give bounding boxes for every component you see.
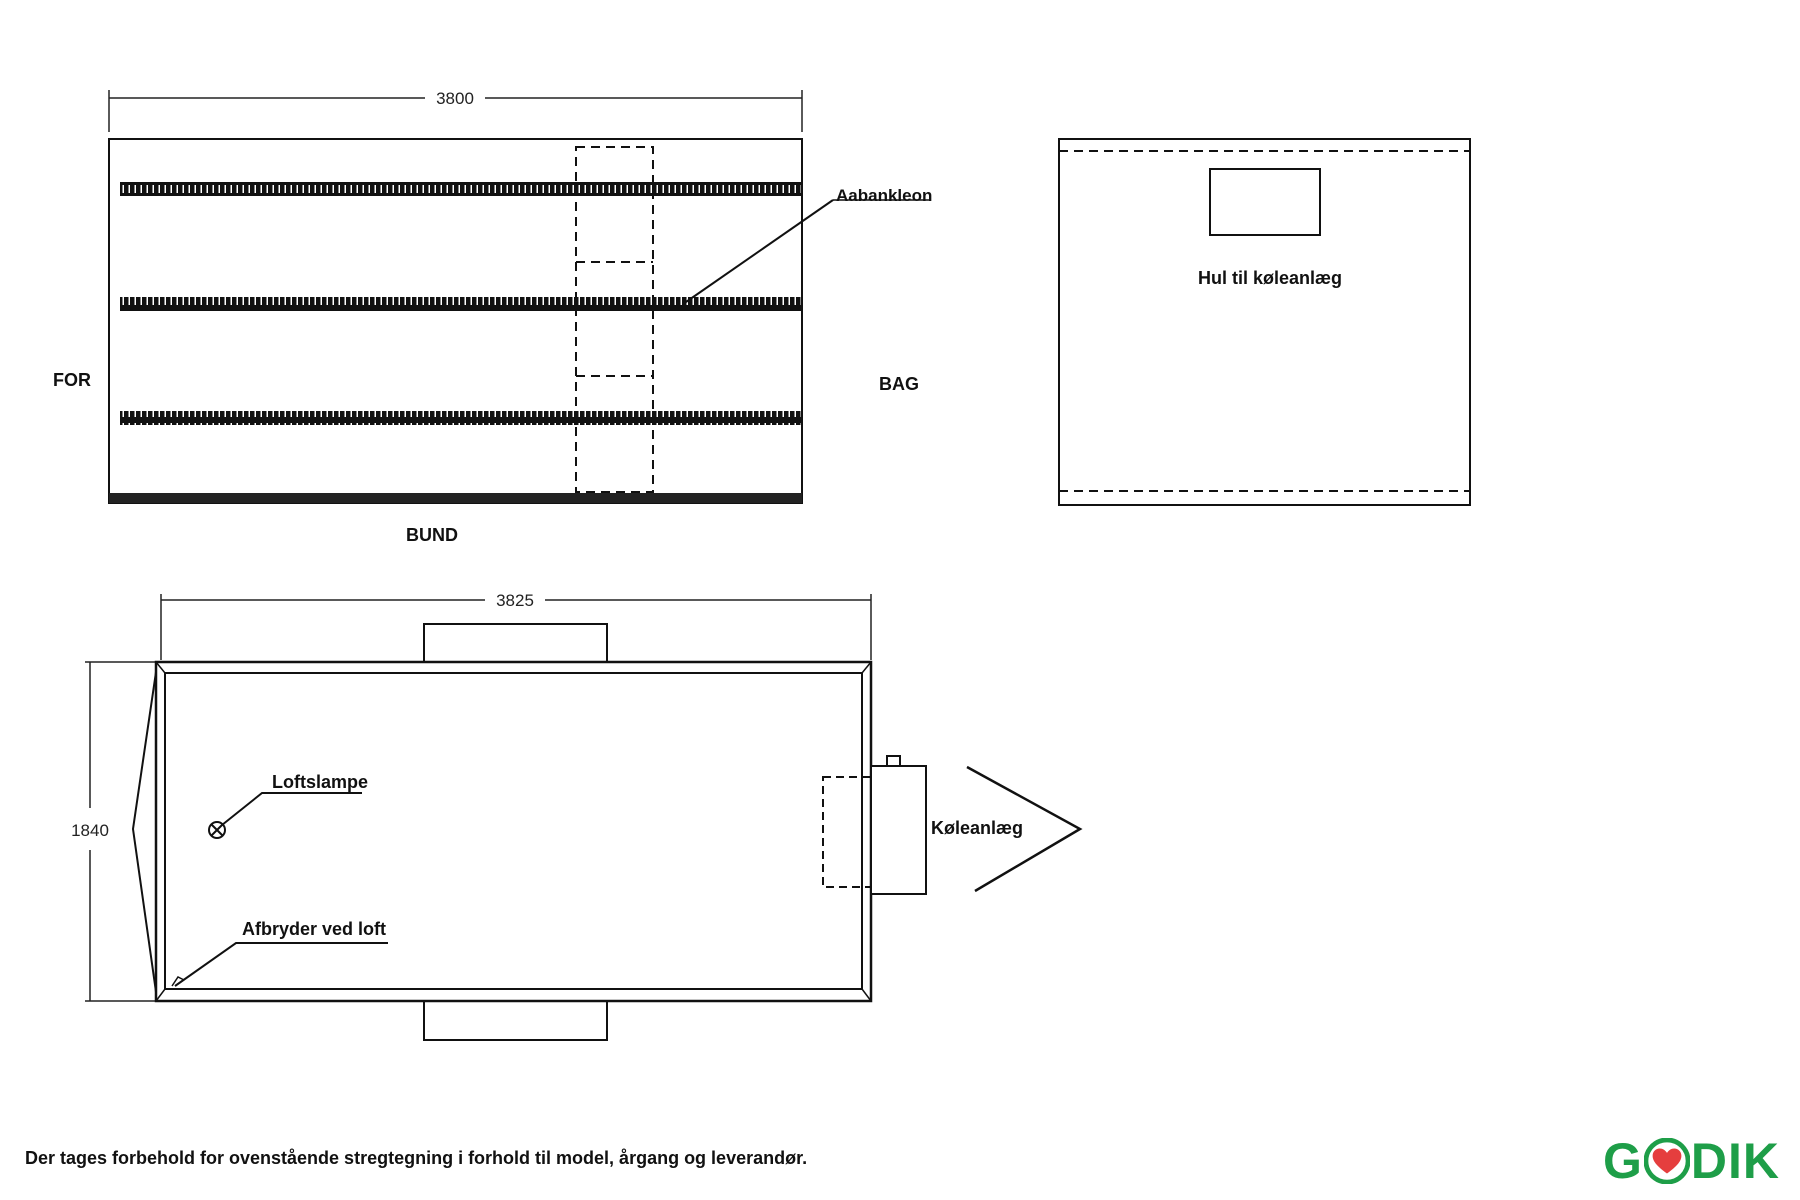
front-label: FOR: [53, 370, 91, 390]
cooler-inner-dashed: [822, 776, 872, 888]
switch-label: Afbryder ved loft: [242, 919, 386, 939]
rear-body-outline: [1058, 138, 1471, 506]
rear-view: Hul til køleanlæg: [1058, 138, 1471, 506]
back-label: BAG: [879, 374, 919, 394]
side-view: 3800 Aabankleon FOR BAG BUND: [53, 89, 932, 545]
top-body-outer: [154, 660, 873, 1003]
cooler-unit: [870, 765, 927, 895]
godik-logo: G DIK: [1603, 1136, 1780, 1186]
wheel-arch-bottom: [423, 999, 608, 1041]
top-width-dimension-label: 1840: [71, 821, 109, 840]
bottom-label: BUND: [406, 525, 458, 545]
top-length-dimension: [160, 594, 872, 660]
cooler-cap: [886, 755, 901, 767]
logo-text-left: G: [1603, 1133, 1643, 1189]
rail-bottom: [120, 411, 801, 425]
rail-middle: [120, 297, 801, 311]
cooler-label: Køleanlæg: [931, 818, 1023, 838]
top-view: 3825 1840 Loftslampe A: [71, 591, 1083, 1041]
top-length-dimension-label: 3825: [496, 591, 534, 610]
side-width-dimension: [108, 90, 803, 132]
top-body-corners: [155, 661, 872, 1002]
lamp-leader-line: [221, 792, 362, 826]
disclaimer-text: Der tages forbehold for ovenstående stre…: [25, 1148, 808, 1168]
cooler-hole: [1209, 168, 1321, 236]
hole-label: Hul til køleanlæg: [1198, 268, 1342, 288]
lamp-label: Loftslampe: [272, 772, 368, 792]
top-width-dimension: [85, 661, 156, 1002]
heart-icon: [1643, 1138, 1690, 1184]
rail-leader-line: [685, 199, 834, 303]
front-door-fold: [131, 671, 157, 993]
ceiling-lamp-icon: [208, 821, 226, 839]
drawbar-arrow: [966, 765, 1083, 893]
wheel-arch-top: [423, 623, 608, 663]
switch-leader-line: [174, 942, 388, 987]
rail-top: [120, 182, 801, 196]
switch-icon: [171, 976, 185, 987]
logo-text-right: DIK: [1690, 1133, 1781, 1189]
side-door-dashed: [575, 146, 654, 493]
rail-label: Aabankleon: [836, 186, 932, 205]
side-floor: [109, 493, 802, 503]
side-width-dimension-label: 3800: [436, 89, 474, 108]
